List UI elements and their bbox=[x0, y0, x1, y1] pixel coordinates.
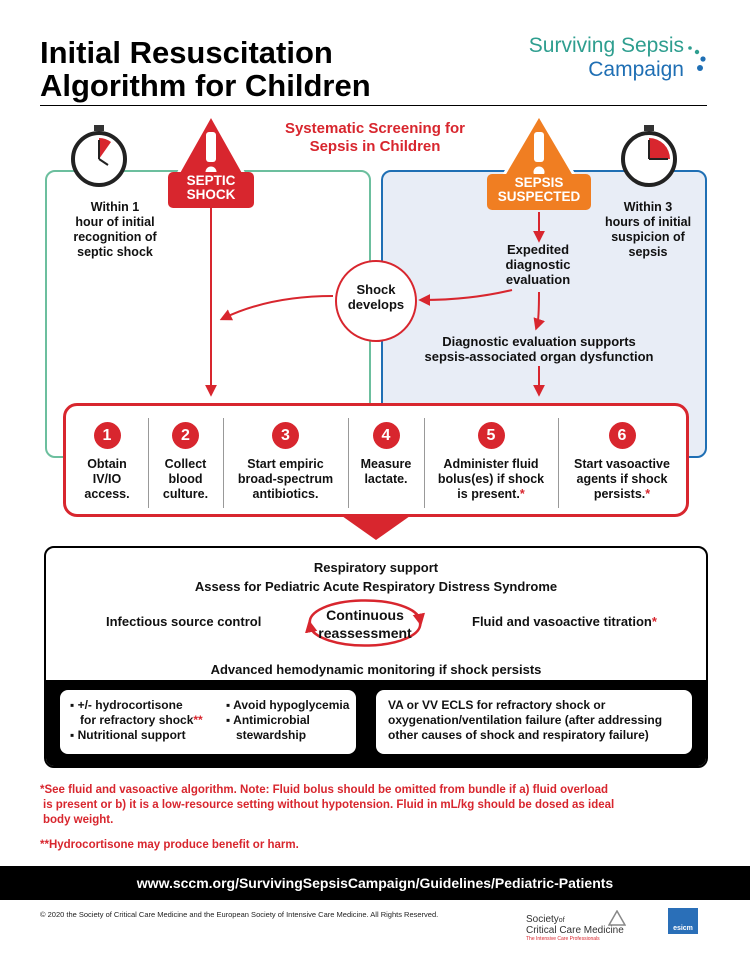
sepsis-suspected-timing: Within 3 hours of initial suspicion of s… bbox=[604, 200, 692, 259]
ecls-box: VA or VV ECLS for refractory shock or ox… bbox=[376, 690, 692, 754]
hemodynamic-monitoring: Advanced hemodynamic monitoring if shock… bbox=[210, 662, 542, 677]
septic-shock-timing: Within 1 hour of initial recognition of … bbox=[73, 200, 157, 259]
fluid-footnote: *See fluid and vasoactive algorithm. Not… bbox=[40, 784, 615, 826]
step-divider bbox=[223, 418, 224, 508]
expedited-evaluation: Expedited diagnostic evaluation bbox=[505, 242, 571, 287]
esicm-logo: esicm bbox=[668, 908, 698, 934]
sepsis-suspected-badge: SEPSIS SUSPECTED bbox=[497, 175, 581, 204]
flow-arrows bbox=[205, 208, 545, 397]
organ-dysfunction-text: Diagnostic evaluation supports sepsis-as… bbox=[424, 334, 654, 364]
step-divider bbox=[558, 418, 559, 508]
step-divider bbox=[348, 418, 349, 508]
logo-dots-icon bbox=[688, 46, 706, 71]
step-divider bbox=[148, 418, 149, 508]
sepsis-suspected-warning-icon bbox=[487, 113, 591, 210]
three-hour-clock-icon bbox=[621, 125, 677, 187]
fluid-vasoactive-titration: Fluid and vasoactive titration* bbox=[472, 614, 657, 629]
step-divider bbox=[424, 418, 425, 508]
sccm-logo: Societyof Critical Care Medicine The Int… bbox=[526, 914, 624, 942]
screening-title: Systematic Screening for Sepsis in Child… bbox=[284, 120, 466, 155]
header-divider bbox=[40, 105, 707, 106]
copyright: © 2020 the Society of Critical Care Medi… bbox=[40, 910, 439, 919]
adjuncts-band: ▪ +/- hydrocortisone for refractory shoc… bbox=[46, 680, 706, 766]
respiratory-support: Respiratory support Assess for Pediatric… bbox=[194, 560, 558, 594]
page-title: Initial Resuscitation Algorithm for Chil… bbox=[40, 35, 371, 103]
source-control: Infectious source control bbox=[106, 614, 262, 629]
sccm-triangle-icon bbox=[608, 910, 626, 926]
septic-shock-badge: SEPTIC SHOCK bbox=[186, 173, 236, 202]
one-hour-clock-icon bbox=[71, 125, 127, 187]
reassessment-cycle-icon bbox=[305, 599, 425, 647]
shock-develops-label: Shock develops bbox=[347, 282, 405, 312]
shock-develops-circle bbox=[335, 260, 417, 342]
continuous-reassessment: Continuous reassessment bbox=[318, 607, 412, 641]
adjuncts-left-box: ▪ +/- hydrocortisone for refractory shoc… bbox=[60, 690, 356, 754]
hydrocortisone-footnote: **Hydrocortisone may produce benefit or … bbox=[40, 839, 299, 851]
surviving-sepsis-logo: Surviving Sepsis Campaign bbox=[528, 34, 718, 90]
chevron-down-icon bbox=[342, 516, 410, 540]
septic-shock-warning-icon bbox=[168, 113, 254, 208]
reassessment-box: Respiratory support Assess for Pediatric… bbox=[44, 546, 708, 768]
guidelines-url[interactable]: www.sccm.org/SurvivingSepsisCampaign/Gui… bbox=[0, 866, 750, 900]
